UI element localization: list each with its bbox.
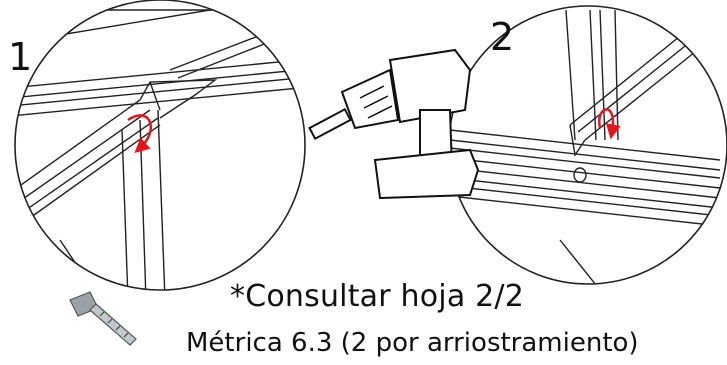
rotate-arrow-icon [598,108,621,140]
rotate-arrow-icon [127,114,152,154]
drill-icon [308,48,480,200]
step-label-1: 1 [8,35,33,79]
screw-spec-text: Métrica 6.3 (2 por arriostramiento) [186,328,639,358]
detail-circle-1 [14,0,306,291]
step-label-2: 2 [490,15,515,59]
reference-note: *Consultar hoja 2/2 [230,279,525,314]
screw-icon [69,291,137,346]
